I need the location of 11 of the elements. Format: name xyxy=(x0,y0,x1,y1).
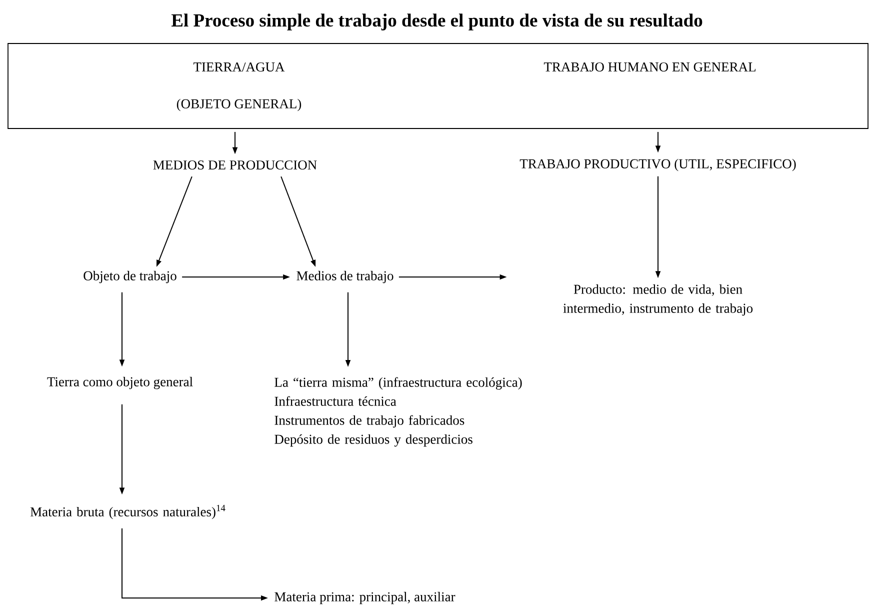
flow-text: La “tierra misma” (infraestructura ecológica) Infraestructura técnica Instrumentos de trabajo fabricados Depósito de residuos y desperdicios xyxy=(274,377,522,447)
flow-text: TRABAJO PRODUCTIVO (UTIL, ESPECIFICO) xyxy=(520,158,796,172)
flow-text: Producto: medio de vida, bien intermedio, instrumento de trabajo xyxy=(563,284,753,316)
top-box: TIERRA/AGUA (OBJETO GENERAL) TRABAJO HUMANO EN GENERAL xyxy=(8,43,868,129)
flow-text: Medios de trabajo xyxy=(296,270,394,284)
flow-text: Materia bruta (recursos naturales)$^{14}$ xyxy=(30,504,226,520)
flow-text: Materia prima: principal, auxiliar xyxy=(274,592,456,604)
title: El Proceso simple de trabajo desde el punto de vista de su resultado xyxy=(171,14,702,30)
flow-text: Tierra como objeto general xyxy=(47,376,193,390)
flow-text: Objeto de trabajo xyxy=(84,270,176,284)
flow-text: MEDIOS DE PRODUCCION xyxy=(153,160,317,170)
